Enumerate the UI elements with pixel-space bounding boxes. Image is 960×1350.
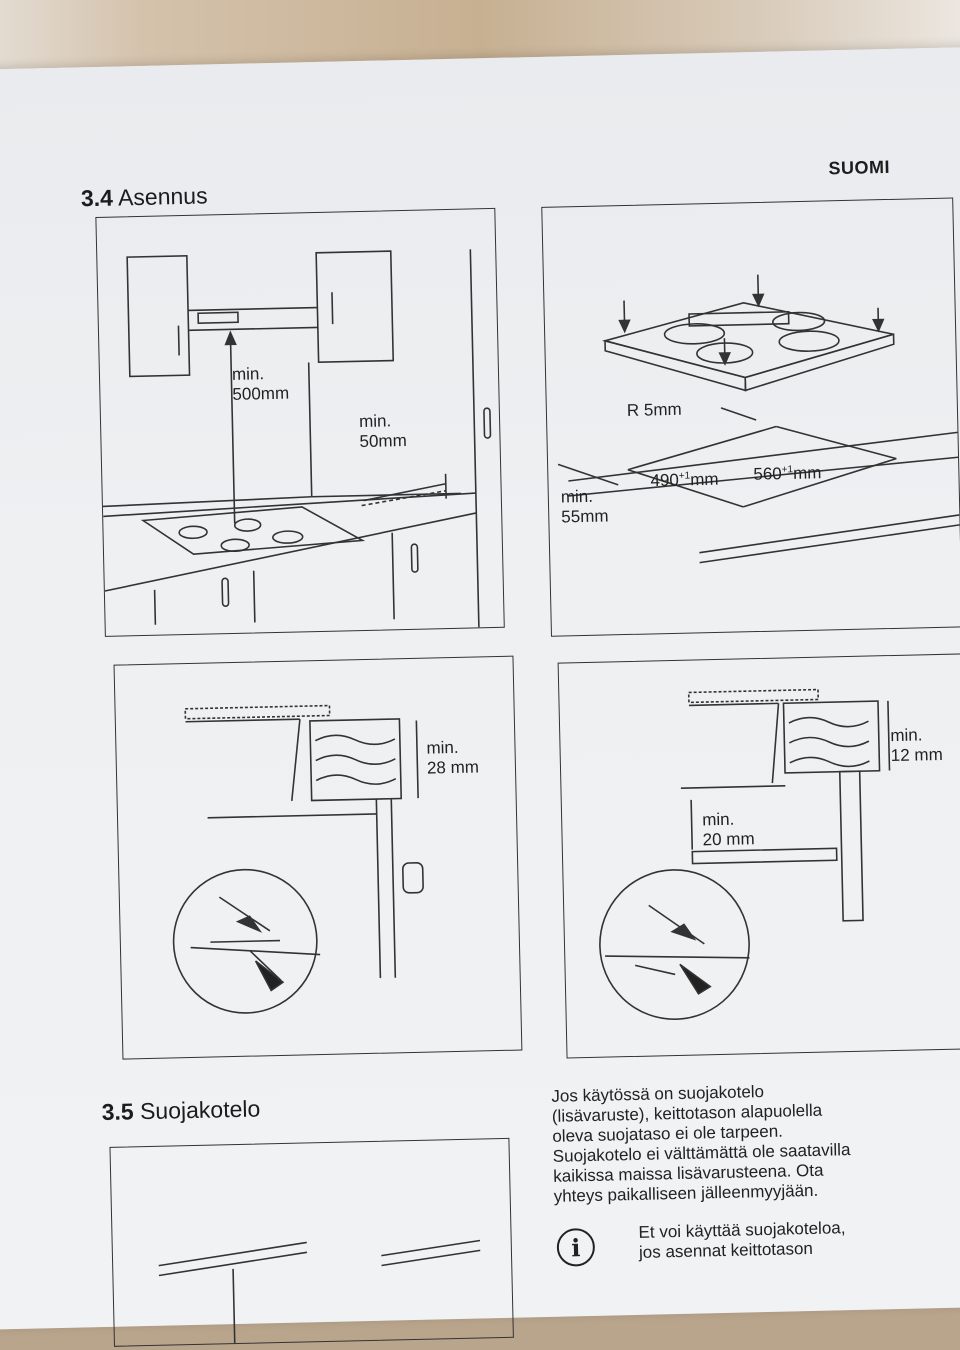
section-number: 3.4 <box>81 185 114 212</box>
section-3-4-heading: 3.4 Asennus <box>81 182 208 212</box>
info-note-line: jos asennat keittotason <box>639 1238 846 1263</box>
cutout-drawing <box>542 199 960 636</box>
protective-box-drawing <box>110 1139 512 1346</box>
cutout-depth-label: 490+1mm <box>650 466 719 490</box>
info-note: Et voi käyttää suojakoteloa, jos asennat… <box>638 1218 846 1263</box>
cutout-width-tolerance: +1 <box>782 464 794 475</box>
bottom-clearance-label-min: min. <box>702 810 735 830</box>
protective-box-paragraph: Jos käytössä on suojakotelo (lisävaruste… <box>551 1080 851 1207</box>
worktop-thickness-label-min: min. <box>426 738 459 758</box>
page-language-header: SUOMI <box>828 157 890 179</box>
cutout-depth-unit: mm <box>690 470 719 490</box>
hood-clearance-label-value: 500mm <box>232 384 289 404</box>
figure-kitchen-clearance: min. 500mm min. 50mm <box>95 208 504 637</box>
corner-radius-label: R 5mm <box>627 400 682 420</box>
section-title: Asennus <box>118 182 208 210</box>
section-title: Suojakotelo <box>140 1095 261 1124</box>
info-icon: i <box>556 1228 595 1267</box>
cutout-depth-value: 490 <box>650 470 679 490</box>
front-clearance-label-min: min. <box>561 487 594 507</box>
section-3-5-heading: 3.5 Suojakotelo <box>101 1095 260 1126</box>
section-number: 3.5 <box>101 1098 134 1125</box>
manual-page: SUOMI 3.4 Asennus <box>0 46 960 1330</box>
underside-section-drawing <box>559 654 960 1057</box>
side-clearance-label-value: 50mm <box>359 431 407 451</box>
top-clearance-label-min: min. <box>890 725 923 745</box>
worktop-thickness-label-value: 28 mm <box>427 757 479 777</box>
side-clearance-label-min: min. <box>359 411 392 431</box>
cutout-width-label: 560+1mm <box>753 460 822 484</box>
figure-protective-box <box>109 1138 513 1347</box>
figure-underside-clearance: min. 12 mm min. 20 mm <box>558 653 960 1058</box>
cutout-width-unit: mm <box>793 463 822 483</box>
front-clearance-label-value: 55mm <box>561 506 609 526</box>
hood-clearance-label-min: min. <box>232 364 265 384</box>
cutout-width-value: 560 <box>753 464 782 484</box>
kitchen-drawing <box>96 209 503 636</box>
bottom-clearance-label-value: 20 mm <box>702 829 754 849</box>
worktop-section-drawing <box>115 657 522 1059</box>
figure-cutout-dimensions: R 5mm min. 55mm 490+1mm 560+1mm <box>541 198 960 637</box>
top-clearance-label-value: 12 mm <box>891 745 943 765</box>
cutout-depth-tolerance: +1 <box>679 471 691 482</box>
figure-worktop-thickness: min. 28 mm <box>114 656 523 1060</box>
